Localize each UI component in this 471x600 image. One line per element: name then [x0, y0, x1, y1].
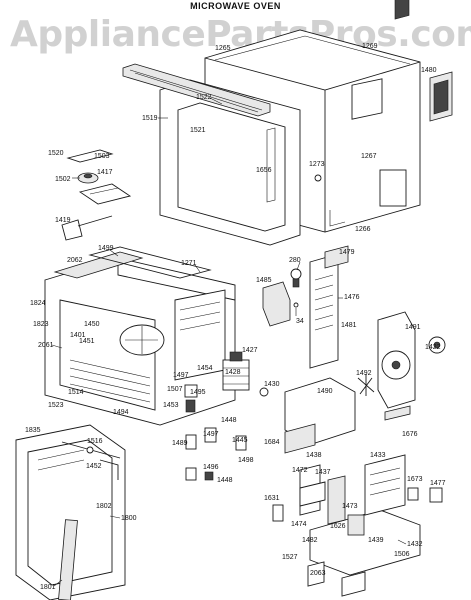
part-label-1448a: 1448 — [221, 417, 237, 424]
part-label-1273: 1273 — [309, 161, 325, 168]
part-label-1514: 1514 — [68, 389, 84, 396]
part-label-1802: 1802 — [96, 503, 112, 510]
part-label-1503: 1503 — [94, 153, 110, 160]
air-duct — [309, 245, 349, 369]
part-label-1523: 1523 — [48, 402, 64, 409]
part-label-1492: 1492 — [356, 370, 372, 377]
leader-lines — [51, 97, 407, 587]
part-label-2063: 2063 — [310, 570, 326, 577]
part-label-1419: 1419 — [55, 217, 71, 224]
part-labels: 1265 1269 1480 1522 1519 1521 1656 1273 … — [25, 43, 446, 591]
part-label-1401: 1401 — [70, 332, 86, 339]
part-label-1427: 1427 — [242, 347, 258, 354]
part-label-1527: 1527 — [282, 554, 298, 561]
part-label-1430: 1430 — [264, 381, 280, 388]
part-label-1835: 1835 — [25, 427, 41, 434]
top-grille — [122, 63, 271, 117]
part-label-1422: 1422 — [425, 344, 441, 351]
diagram-title: MICROWAVE OVEN — [190, 1, 281, 11]
part-label-1631: 1631 — [264, 495, 280, 502]
lamp-and-cover — [262, 268, 302, 327]
part-label-1479: 1479 — [339, 249, 355, 256]
part-label-1519: 1519 — [142, 115, 158, 122]
part-label-1684: 1684 — [264, 439, 280, 446]
part-label-1432: 1432 — [407, 541, 423, 548]
part-label-1417: 1417 — [97, 169, 113, 176]
part-label-1494: 1494 — [113, 409, 129, 416]
part-label-2061: 2061 — [38, 342, 54, 349]
part-label-1495: 1495 — [190, 389, 206, 396]
part-label-1265: 1265 — [215, 45, 231, 52]
part-label-1800: 1800 — [121, 515, 137, 522]
part-label-1507: 1507 — [167, 386, 183, 393]
part-label-1267: 1267 — [361, 153, 377, 160]
part-label-1676: 1676 — [402, 431, 418, 438]
part-label-1499: 1499 — [98, 245, 114, 252]
part-label-1496: 1496 — [203, 464, 219, 471]
part-label-1491: 1491 — [405, 324, 421, 331]
part-label-1522: 1522 — [196, 94, 212, 101]
part-label-1485: 1485 — [256, 277, 272, 284]
part-label-1481: 1481 — [341, 322, 357, 329]
part-label-1452: 1452 — [86, 463, 102, 470]
part-label-1824: 1824 — [30, 300, 46, 307]
part-label-1489: 1489 — [172, 440, 188, 447]
part-label-1656: 1656 — [256, 167, 272, 174]
part-label-1482: 1482 — [302, 537, 318, 544]
part-label-1428: 1428 — [225, 369, 241, 376]
part-label-1520: 1520 — [48, 150, 64, 157]
part-label-1506: 1506 — [394, 551, 410, 558]
stirrer-assembly — [61, 149, 132, 241]
part-label-1473: 1473 — [342, 503, 358, 510]
part-label-1437: 1437 — [315, 469, 331, 476]
part-label-1453: 1453 — [163, 402, 179, 409]
part-label-1673: 1673 — [407, 476, 423, 483]
part-label-1801: 1801 — [40, 584, 56, 591]
part-label-1438: 1438 — [306, 452, 322, 459]
magnetron — [222, 351, 250, 391]
part-label-280: 280 — [289, 257, 301, 264]
part-label-1476: 1476 — [344, 294, 360, 301]
transformer-and-base — [272, 423, 443, 597]
fan-assembly — [357, 311, 446, 409]
part-label-1439: 1439 — [368, 537, 384, 544]
part-label-1497: 1497 — [203, 431, 219, 438]
front-frame — [159, 79, 301, 246]
part-label-1269: 1269 — [362, 43, 378, 50]
part-label-1472: 1472 — [292, 467, 308, 474]
part-label-1497b: 1497 — [173, 372, 189, 379]
part-label-1477: 1477 — [430, 480, 446, 487]
part-label-2062: 2062 — [67, 257, 83, 264]
oven-door — [15, 424, 126, 600]
part-label-34: 34 — [296, 318, 304, 325]
part-label-1521: 1521 — [190, 127, 206, 134]
part-label-1502: 1502 — [55, 176, 71, 183]
part-label-1266: 1266 — [355, 226, 371, 233]
part-label-1448b: 1448 — [217, 477, 233, 484]
part-label-1450: 1450 — [84, 321, 100, 328]
part-label-1626: 1626 — [330, 523, 346, 530]
part-label-1474: 1474 — [291, 521, 307, 528]
part-label-1451: 1451 — [79, 338, 95, 345]
interlock-switches — [61, 384, 269, 481]
part-label-1271: 1271 — [181, 260, 197, 267]
side-bracket-1480 — [429, 71, 453, 122]
strip-1656 — [266, 127, 276, 203]
part-label-1823: 1823 — [33, 321, 49, 328]
part-label-1498: 1498 — [238, 457, 254, 464]
part-label-1454: 1454 — [197, 365, 213, 372]
part-label-1445: 1445 — [232, 437, 248, 444]
part-label-1480: 1480 — [421, 67, 437, 74]
part-label-1433: 1433 — [370, 452, 386, 459]
oven-cavity — [44, 246, 236, 426]
part-label-1516: 1516 — [87, 438, 103, 445]
part-label-1490: 1490 — [317, 388, 333, 395]
